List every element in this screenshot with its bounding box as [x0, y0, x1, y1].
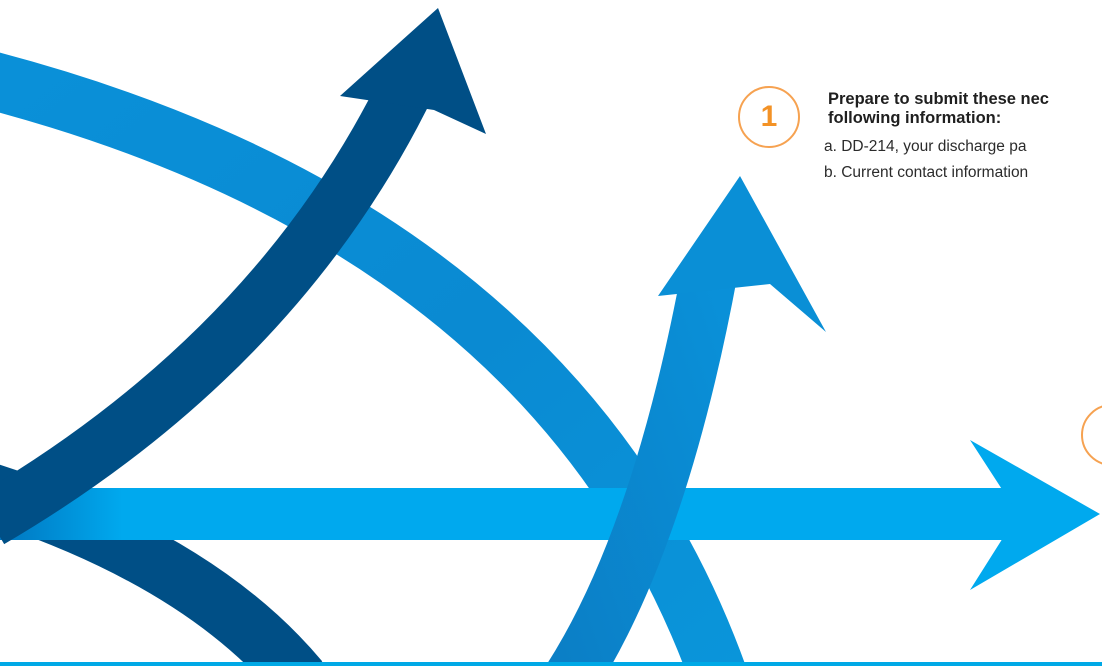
curved-arrow-icon: [0, 8, 486, 545]
step-heading-line-2: following information:: [828, 109, 1002, 127]
step-heading-line-1: Prepare to submit these nec: [828, 90, 1049, 108]
step-number-badge: 1: [738, 86, 800, 148]
list-item: b. Current contact information: [824, 164, 1029, 181]
required-documents-list: a. DD-214, your discharge pa b. Current …: [824, 134, 1102, 186]
bottom-divider: [0, 662, 1102, 666]
curved-arrow-icon: [546, 176, 826, 666]
step-heading: Prepare to submit these nec following in…: [828, 90, 1102, 128]
list-item: a. DD-214, your discharge pa: [824, 138, 1027, 155]
sweeping-curve-shape: [0, 52, 746, 666]
step-1-block: 1 Prepare to submit these nec following …: [738, 86, 1102, 186]
horizontal-arrow-icon: [0, 440, 1100, 590]
